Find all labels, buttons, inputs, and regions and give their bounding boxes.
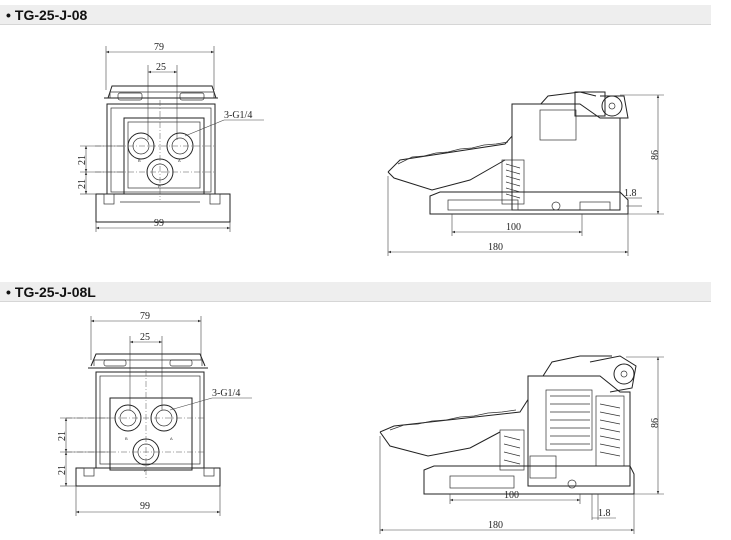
side-view-2: 86 100 1.8 180 <box>379 355 664 534</box>
dim-height-1: 86 <box>650 150 661 160</box>
bullet-icon: • <box>6 284 11 300</box>
port-letter-b-1: B <box>138 158 141 163</box>
dim-inner-1: 25 <box>156 62 166 73</box>
section-title-2: TG-25-J-08L <box>14 284 96 300</box>
dim-base-2: 99 <box>140 501 150 512</box>
port-label-2: 3-G1/4 <box>212 388 240 399</box>
port-letter-p-2: P <box>144 468 147 473</box>
side-view-1: 86 1.8 100 180 <box>387 91 664 256</box>
port-label-1: 3-G1/4 <box>224 110 252 121</box>
dim-mid-2: 100 <box>504 490 519 501</box>
dim-width-top-1: 79 <box>154 42 164 53</box>
section-header-1: •TG-25-J-08 <box>0 5 711 25</box>
dim-inner-2: 25 <box>140 332 150 343</box>
dim-v1-2: 21 <box>57 431 68 441</box>
section-header-2: •TG-25-J-08L <box>0 282 711 302</box>
dim-base-1: 99 <box>154 218 164 229</box>
dim-small-1: 1.8 <box>624 188 637 199</box>
port-letter-p-1: P <box>158 184 161 189</box>
port-letter-b-2: B <box>125 436 128 441</box>
dim-mid-1: 100 <box>506 222 521 233</box>
section-title-1: TG-25-J-08 <box>14 7 88 23</box>
dim-width-top-2: 79 <box>140 311 150 322</box>
front-view-1: 79 25 B A P 3-G1/4 <box>77 42 264 232</box>
dim-total-2: 180 <box>488 520 503 531</box>
dim-v1-1: 21 <box>77 155 88 165</box>
front-view-2: 79 25 B A P 3-G1/4 <box>57 311 252 516</box>
dim-v2-1: 21 <box>77 179 88 189</box>
dim-small-2: 1.8 <box>598 508 611 519</box>
bullet-icon: • <box>6 7 11 23</box>
port-letter-a-2: A <box>170 436 173 441</box>
port-letter-a-1: A <box>178 158 181 163</box>
dim-total-1: 180 <box>488 242 503 253</box>
dim-v2-2: 21 <box>57 465 68 475</box>
dim-height-2: 86 <box>650 418 661 428</box>
